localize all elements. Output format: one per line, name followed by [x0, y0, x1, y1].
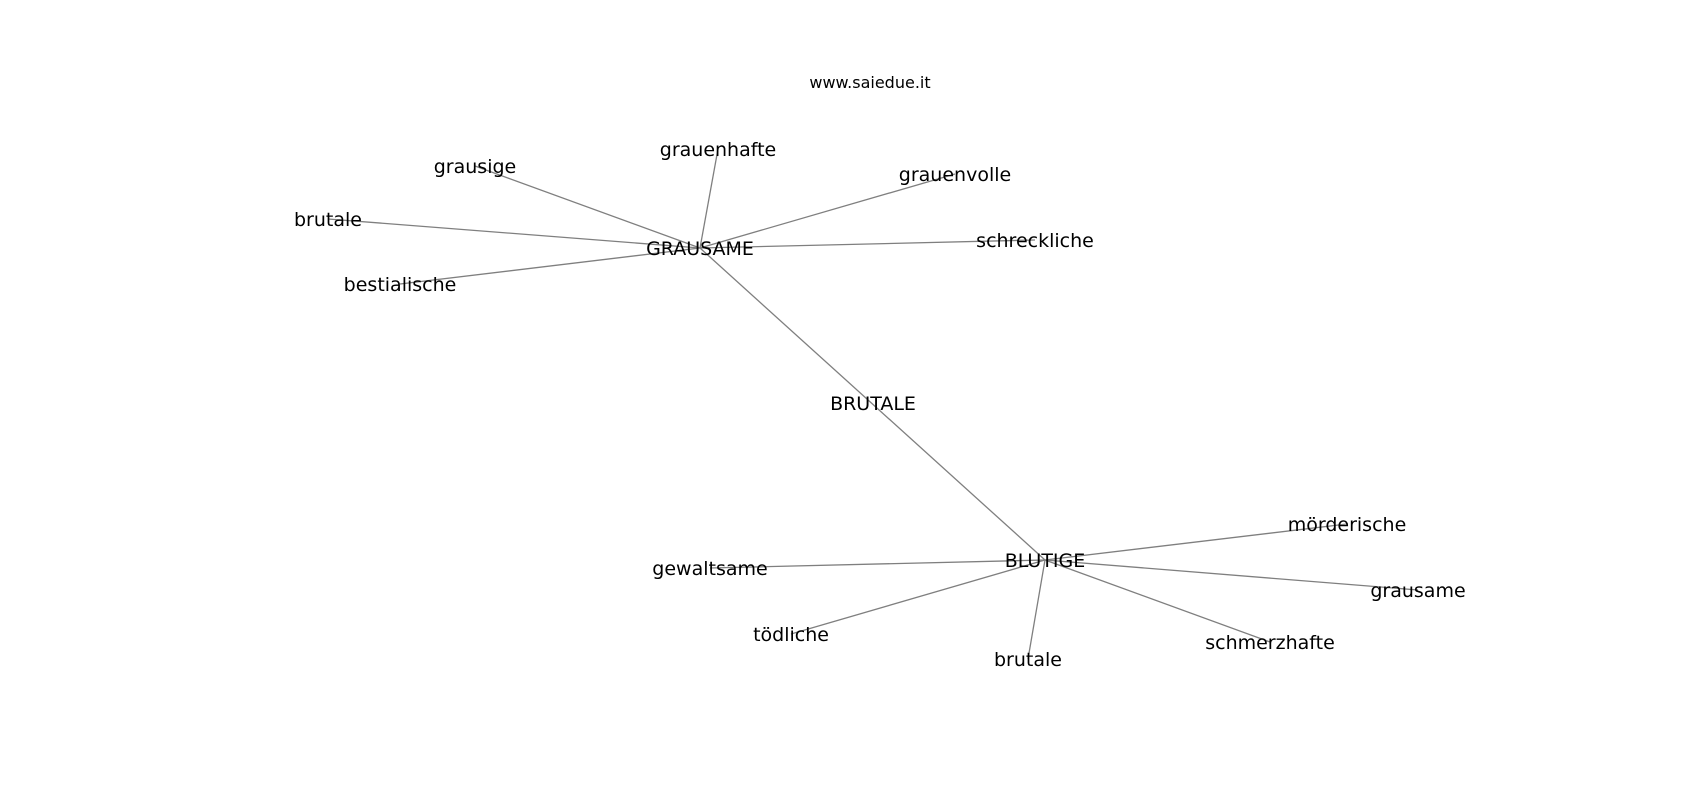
node-schmerzhafte: schmerzhafte	[1205, 632, 1335, 654]
node-grausige: grausige	[434, 156, 517, 178]
node-brutale-center: BRUTALE	[830, 393, 916, 415]
edge-grausame-hub-to-grausige	[474, 165, 701, 249]
node-toedliche: tödliche	[753, 624, 829, 646]
edge-grausame-hub-to-grauenvolle	[699, 173, 956, 249]
node-grauenhafte: grauenhafte	[660, 139, 776, 161]
edge-grausame-hub-to-bestialische	[399, 247, 701, 285]
edge-blutige-hub-to-schmerzhafte	[1044, 559, 1271, 643]
watermark-text: www.saiedue.it	[809, 73, 930, 92]
edge-blutige-hub-to-grausame-leaf	[1044, 559, 1419, 591]
node-moerderische: mörderische	[1288, 514, 1407, 536]
nodes-layer: BRUTALE GRAUSAME BLUTIGE grausige grauen…	[294, 139, 1466, 671]
node-blutige-hub: BLUTIGE	[1005, 550, 1086, 572]
node-brutale-top: brutale	[294, 209, 362, 231]
edge-blutige-hub-to-toedliche	[790, 559, 1046, 635]
node-grausame-leaf: grausame	[1370, 580, 1465, 602]
edges-layer	[327, 148, 1419, 660]
edge-blutige-hub-to-gewaltsame	[709, 559, 1046, 569]
node-gewaltsame: gewaltsame	[652, 558, 767, 580]
edge-grausame-hub-to-schreckliche	[699, 239, 1036, 249]
edge-grausame-hub-to-grauenhafte	[699, 148, 719, 249]
node-grausame-hub: GRAUSAME	[646, 238, 754, 260]
edge-blutige-hub-to-brutale-bottom	[1027, 559, 1046, 660]
edge-grausame-hub-to-blutige-hub	[699, 247, 1046, 561]
node-schreckliche: schreckliche	[976, 230, 1094, 252]
node-brutale-bottom: brutale	[994, 649, 1062, 671]
node-bestialische: bestialische	[344, 274, 457, 296]
node-grauenvolle: grauenvolle	[899, 164, 1011, 186]
edge-blutige-hub-to-moerderische	[1044, 523, 1348, 561]
edge-grausame-hub-to-brutale-top	[327, 218, 701, 249]
